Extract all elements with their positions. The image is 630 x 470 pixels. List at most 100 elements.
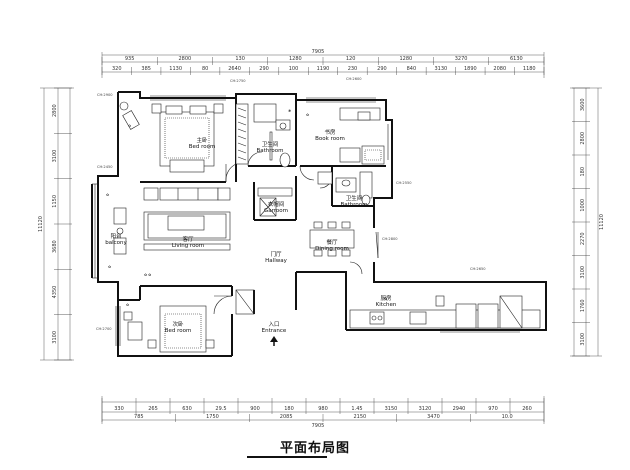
svg-text:✱: ✱ xyxy=(288,109,291,113)
second-bath-fixtures xyxy=(317,171,373,206)
dimension-label: 2800 xyxy=(580,132,586,145)
dimension-label: 320 xyxy=(112,66,122,72)
dimension-label: 900 xyxy=(250,406,260,412)
dimension-label: 1280 xyxy=(289,56,302,62)
dimension-label: 1190 xyxy=(317,66,330,72)
svg-text:✿: ✿ xyxy=(126,303,129,307)
living-sofa xyxy=(143,187,231,251)
dimension-label: 10.0 xyxy=(502,414,513,420)
dimension-label: 100 xyxy=(289,66,299,72)
second-bed: ✿ xyxy=(123,303,215,353)
kitchen-counter: ✿ xyxy=(349,295,541,329)
dimension-label: 2940 xyxy=(453,406,466,412)
dimension-label: 3470 xyxy=(427,414,440,420)
room-name-en: Book room xyxy=(315,136,345,142)
master-bed xyxy=(151,103,224,173)
svg-text:✿: ✿ xyxy=(306,113,309,117)
dimension-label: 785 xyxy=(134,414,144,420)
armchair-bedroom: ✿ xyxy=(119,101,140,130)
dining-table xyxy=(309,221,355,257)
dimension-label: 840 xyxy=(407,66,417,72)
dimension-label: 2270 xyxy=(580,232,586,245)
svg-text:✿: ✿ xyxy=(384,297,387,301)
dimension-label: 2800 xyxy=(52,104,58,117)
room-name-en: Hallway xyxy=(265,258,287,264)
top-total-dimension: 7905 xyxy=(312,49,325,55)
balcony-chairs: ✿ ✿ ✿ ✿ xyxy=(106,193,151,277)
svg-text:✿: ✿ xyxy=(128,124,131,128)
balcony-glazing xyxy=(92,183,98,279)
dimension-label: 6130 xyxy=(510,56,523,62)
dimension-label: 2150 xyxy=(353,414,366,420)
dimension-label: 3100 xyxy=(580,266,586,279)
dimension-label: 2085 xyxy=(280,414,293,420)
entrance-arrow xyxy=(270,336,278,346)
dimension-label: 1130 xyxy=(169,66,182,72)
dimension-label: 1180 xyxy=(523,66,536,72)
room-name-cn: 餐厅 xyxy=(326,238,338,246)
room-name-en: Dining room xyxy=(315,246,349,252)
dimension-label: 180 xyxy=(580,167,586,177)
dimension-label: 2080 xyxy=(493,66,506,72)
hanger xyxy=(237,135,247,140)
dimension-label: 1760 xyxy=(580,299,586,312)
room-name-en: balcony xyxy=(105,240,127,246)
dimension-label: 3100 xyxy=(52,150,58,163)
dimension-label: 385 xyxy=(141,66,151,72)
dimension-label: 1.45 xyxy=(351,406,362,412)
dimension-label: 80 xyxy=(202,66,208,72)
dimension-label: 2800 xyxy=(179,56,192,62)
ceiling-height-note: CH:2800 xyxy=(382,237,398,241)
ceiling-height-note: CH:2900 xyxy=(97,93,113,97)
svg-text:✿: ✿ xyxy=(106,193,109,197)
room-name-cn: 次卧 xyxy=(172,320,184,328)
room-name-en: Living room xyxy=(172,243,204,249)
dimension-label: 1280 xyxy=(400,56,413,62)
room-name-en: Bathroom xyxy=(256,148,283,154)
room-name-cn: 入口 xyxy=(268,321,279,328)
dimension-label: 330 xyxy=(114,406,124,412)
ceiling-height-note: CH:2550 xyxy=(396,181,412,185)
ceiling-height-note: CH:2750 xyxy=(230,79,246,83)
dimension-label: 935 xyxy=(125,56,135,62)
hanger xyxy=(237,121,247,126)
wardrobe xyxy=(235,103,249,165)
dimension-label: 630 xyxy=(182,406,192,412)
bottom-total-dimension: 7905 xyxy=(312,423,325,429)
dimension-label: 980 xyxy=(318,406,328,412)
room-name-cn: 阳台 xyxy=(110,232,122,240)
room-name-en: Bed room xyxy=(165,328,192,334)
hanger xyxy=(237,107,247,112)
room-name-cn: 客厅 xyxy=(182,235,194,243)
dimension-label: 3680 xyxy=(52,240,58,253)
dimension-label: 120 xyxy=(346,56,356,62)
dimension-label: 1890 xyxy=(464,66,477,72)
ceiling-height-note: CH:2700 xyxy=(96,327,112,331)
dimension-label: 1750 xyxy=(206,414,219,420)
dimension-label: 290 xyxy=(377,66,387,72)
hanger xyxy=(237,142,247,147)
title-underline xyxy=(247,456,327,458)
dimension-label: 2640 xyxy=(228,66,241,72)
dimension-label: 1150 xyxy=(52,195,58,208)
book-room-furniture: ✿ xyxy=(306,107,385,165)
room-name-en: Bathroom xyxy=(340,202,367,208)
ceiling-height-note: CH:2600 xyxy=(346,77,362,81)
dimension-label: 3120 xyxy=(419,406,432,412)
dimension-label: 180 xyxy=(284,406,294,412)
room-name-cn: 卫生间 xyxy=(346,194,363,202)
room-name-en: Garroom xyxy=(264,208,288,214)
dimension-label: 265 xyxy=(148,406,158,412)
